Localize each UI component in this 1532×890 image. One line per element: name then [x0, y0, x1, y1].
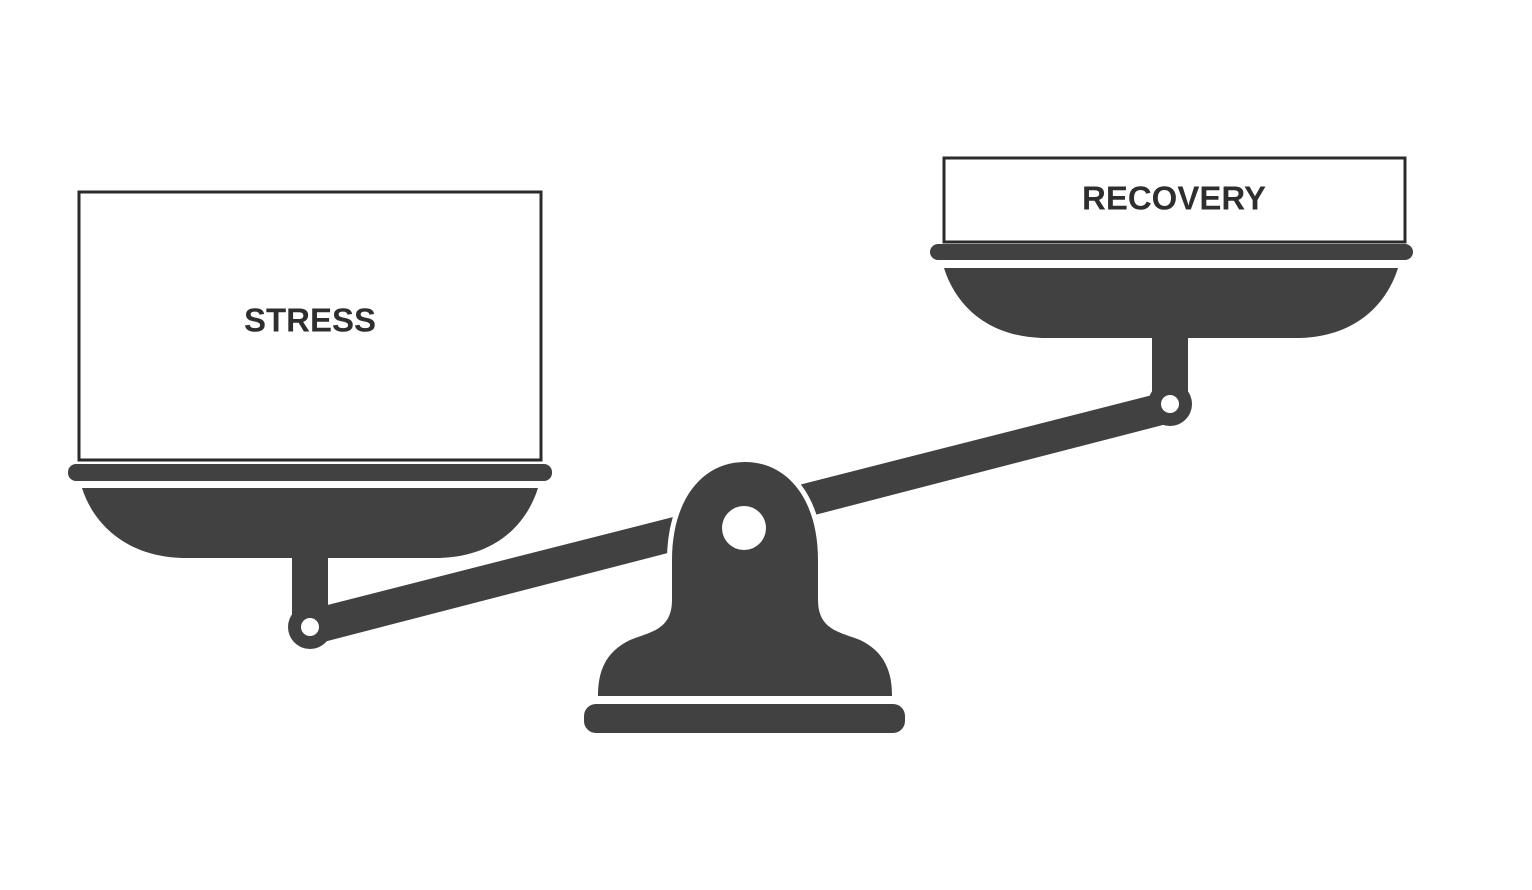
stand-body: [593, 457, 897, 701]
left-pan-rim: [68, 464, 552, 481]
scale-stand: [584, 457, 905, 733]
left-pan-bowl: [82, 488, 538, 558]
right-pan: [930, 244, 1413, 426]
stress-box-frame: [77, 190, 543, 462]
recovery-box-frame: [942, 156, 1407, 244]
recovery-box: RECOVERY: [942, 156, 1407, 244]
stand-pivot-hole: [722, 506, 766, 550]
stress-label: STRESS: [244, 302, 376, 339]
right-pan-pivot-hole: [1161, 395, 1179, 413]
right-pan-rim: [930, 244, 1413, 260]
left-pan-pivot-hole: [301, 618, 319, 636]
left-pan: [68, 464, 552, 649]
stand-base: [584, 704, 905, 733]
right-pan-bowl: [944, 268, 1398, 338]
recovery-label: RECOVERY: [1082, 180, 1266, 217]
stress-box: STRESS: [77, 190, 543, 462]
